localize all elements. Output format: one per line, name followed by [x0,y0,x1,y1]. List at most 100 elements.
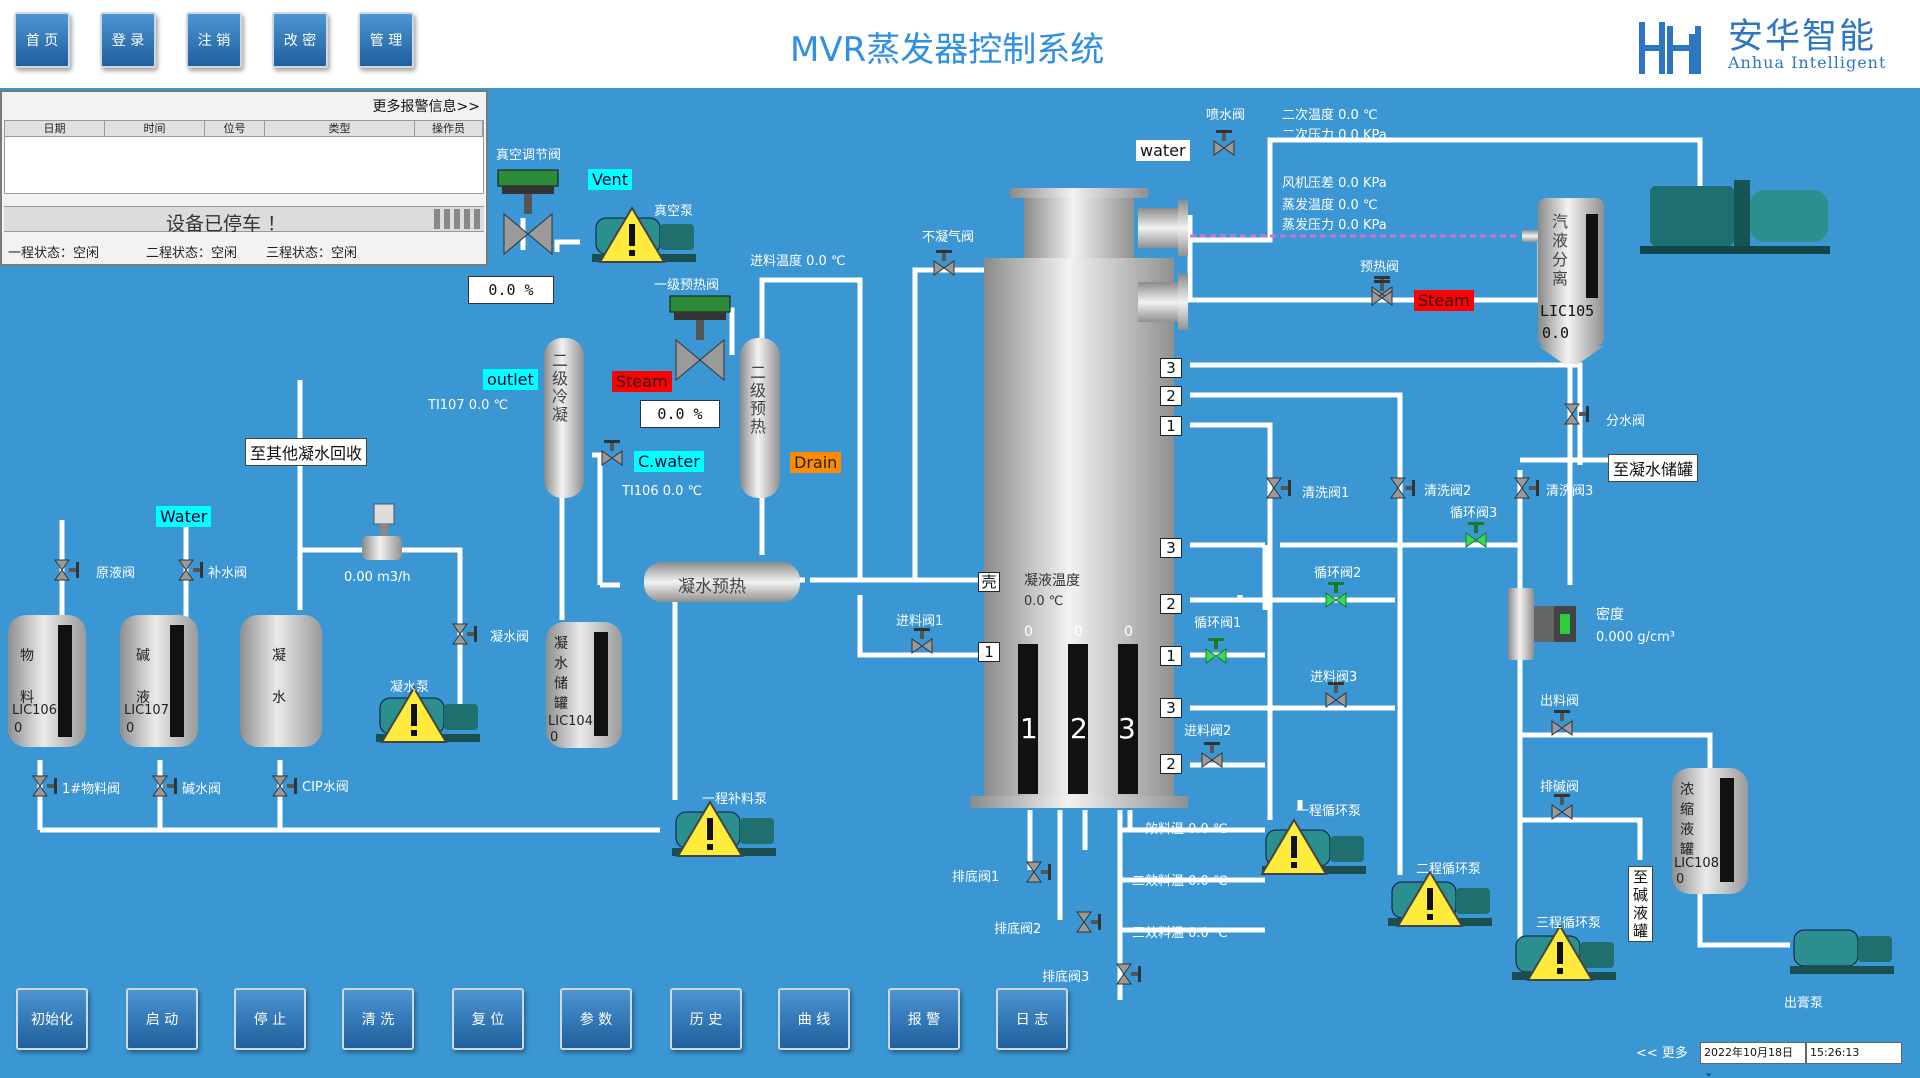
col3-zero: 0 [1124,624,1133,640]
separator-level: 0.0 [1542,324,1570,342]
alarm-col-type: 类型 [265,121,415,137]
circ3-pump-label: 三程循环泵 [1536,916,1602,931]
material-tank-id: LIC106 [12,703,57,718]
logo-text-cn: 安华智能 [1728,17,1877,57]
date-picker[interactable]: 2022年10月18日 ⌄ [1700,1042,1806,1078]
alkali-tank-level: 0 [126,721,135,736]
effect2-temp-reading: 二效料温 0.0 ℃ [1132,874,1228,889]
alkali-tank-id: LIC107 [124,703,169,718]
alarm-table: 日期 时间 位号 类型 操作员 [4,120,484,194]
concentrate-tank: 浓 缩 液 罐 LIC108 0 [1672,768,1748,894]
col3-number: 3 [1118,712,1136,745]
nav-change-password-button[interactable]: 改 密 [272,12,328,68]
preheater-label: 二级预热 [750,363,767,436]
time-field[interactable]: 15:26:13 [1806,1042,1902,1064]
other-condensate-tag: 至其他凝水回收 [245,438,368,466]
port-1-mid-box: 1 [1160,646,1182,666]
condensate-storage-tank: 凝 水 储 罐 LIC104 0 [546,622,622,748]
sep-valve-label: 分水阀 [1606,414,1646,429]
drain1-valve-label: 排底阀1 [952,870,1000,885]
params-button[interactable]: 参 数 [560,988,632,1050]
cip-valve-label: CIP水阀 [302,780,349,795]
concentrate-tank-id: LIC108 [1674,856,1719,871]
ti107-reading: TI107 0.0 ℃ [428,398,509,413]
port-1-box: 1 [978,642,1000,662]
port-2-low-box: 2 [1160,754,1182,774]
nav-logout-button[interactable]: 注 销 [186,12,242,68]
start-button[interactable]: 启 动 [126,988,198,1050]
secondary-temp-reading: 二次温度 0.0 ℃ [1282,108,1378,123]
ti106-reading: TI106 0.0 ℃ [622,484,703,499]
more-button[interactable]: << 更多 [1636,1046,1688,1061]
wash1-valve-label: 清洗阀1 [1302,486,1350,501]
history-button[interactable]: 历 史 [670,988,742,1050]
col2-zero: 0 [1074,624,1083,640]
cwater-tag: C.water [634,451,704,472]
alarm-col-date: 日期 [5,121,105,137]
wash-button[interactable]: 清 洗 [342,988,414,1050]
nav-login-button[interactable]: 登 录 [100,12,156,68]
storage-tank-level: 0 [550,730,559,745]
material-tank-level: 0 [14,721,23,736]
init-button[interactable]: 初始化 [16,988,88,1050]
logo-text-en: Anhua Intelligent [1728,53,1887,72]
shell-port-box: 壳 [978,572,1000,592]
preheat-valve-label: 预热阀 [1360,260,1400,275]
condensate-tank: 凝 水 [240,615,322,747]
header-bar: 首 页 登 录 注 销 改 密 管 理 MVR蒸发器控制系统 安华智能 Anhu… [0,0,1920,88]
material-tank: 物 料 LIC106 0 [8,615,86,747]
density-value: 0.000 g/cm³ [1596,630,1676,645]
port-2-mid-box: 2 [1160,594,1182,614]
out-valve-label: 出料阀 [1540,694,1580,709]
nav-home-button[interactable]: 首 页 [14,12,70,68]
water-tag: Water [156,506,212,527]
steam-tag-2: Steam [1414,290,1474,311]
logo-icon [1639,22,1701,74]
alarm-col-time: 时间 [105,121,205,137]
circ1-pump-label: 一程循环泵 [1296,804,1362,819]
stop-button[interactable]: 停 止 [234,988,306,1050]
separator-id: LIC105 [1540,302,1595,320]
feed2-valve-label: 进料阀2 [1184,724,1232,739]
app-title: MVR蒸发器控制系统 [790,30,1105,70]
circ2-valve-label: 循环阀2 [1314,566,1362,581]
drain-tag: Drain [790,452,842,473]
material-tank-name: 物 料 [20,648,34,706]
reset-button[interactable]: 复 位 [452,988,524,1050]
stop-indicator-bars [434,209,480,229]
more-alarm-link[interactable]: 更多报警信息>> [372,99,480,115]
effect3-temp-reading: 三效料温 0.0 ℃ [1132,926,1228,941]
cond-temp-label: 凝液温度 [1024,573,1080,589]
spray-valve-label: 喷水阀 [1206,108,1246,123]
port-3-mid-box: 3 [1160,538,1182,558]
cond-preheater-label: 凝水预热 [678,577,746,597]
raw-valve-label: 原液阀 [96,566,136,581]
preheat-valve-percent: 0.0 % [640,400,720,428]
col1-number: 1 [1020,712,1038,745]
steam-tag-1: Steam [612,371,672,392]
alarm-col-operator: 操作员 [415,121,483,137]
curve-button[interactable]: 曲 线 [778,988,850,1050]
concentrate-tank-name: 浓 缩 液 罐 [1680,782,1694,858]
flow-reading: 0.00 m3/h [344,570,411,585]
storage-tank-name: 凝 水 储 罐 [554,636,568,712]
log-button[interactable]: 日 志 [996,988,1068,1050]
water-inlet-tag: water [1136,140,1190,161]
alarm-button[interactable]: 报 警 [888,988,960,1050]
vent-tag: Vent [588,169,632,190]
vacuum-valve-percent: 0.0 % [468,276,554,304]
cond-pump-label: 凝水泵 [390,680,430,695]
nav-manage-button[interactable]: 管 理 [358,12,414,68]
noncond-valve-label: 不凝气阀 [922,230,975,245]
alkali-tank-name: 碱 液 [136,648,150,706]
mat1-valve-label: 1#物料阀 [62,782,121,797]
feed1-valve-label: 进料阀1 [896,614,944,629]
drain3-valve-label: 排底阀3 [1042,970,1090,985]
density-label: 密度 [1596,607,1624,623]
cond-valve-label: 凝水阀 [490,630,530,645]
makeup-valve-label: 补水阀 [208,566,248,581]
alarm-panel: 更多报警信息>> 日期 时间 位号 类型 操作员 设备已停车 ！ 一程状态：空闲… [0,90,488,266]
col1-zero: 0 [1024,624,1033,640]
